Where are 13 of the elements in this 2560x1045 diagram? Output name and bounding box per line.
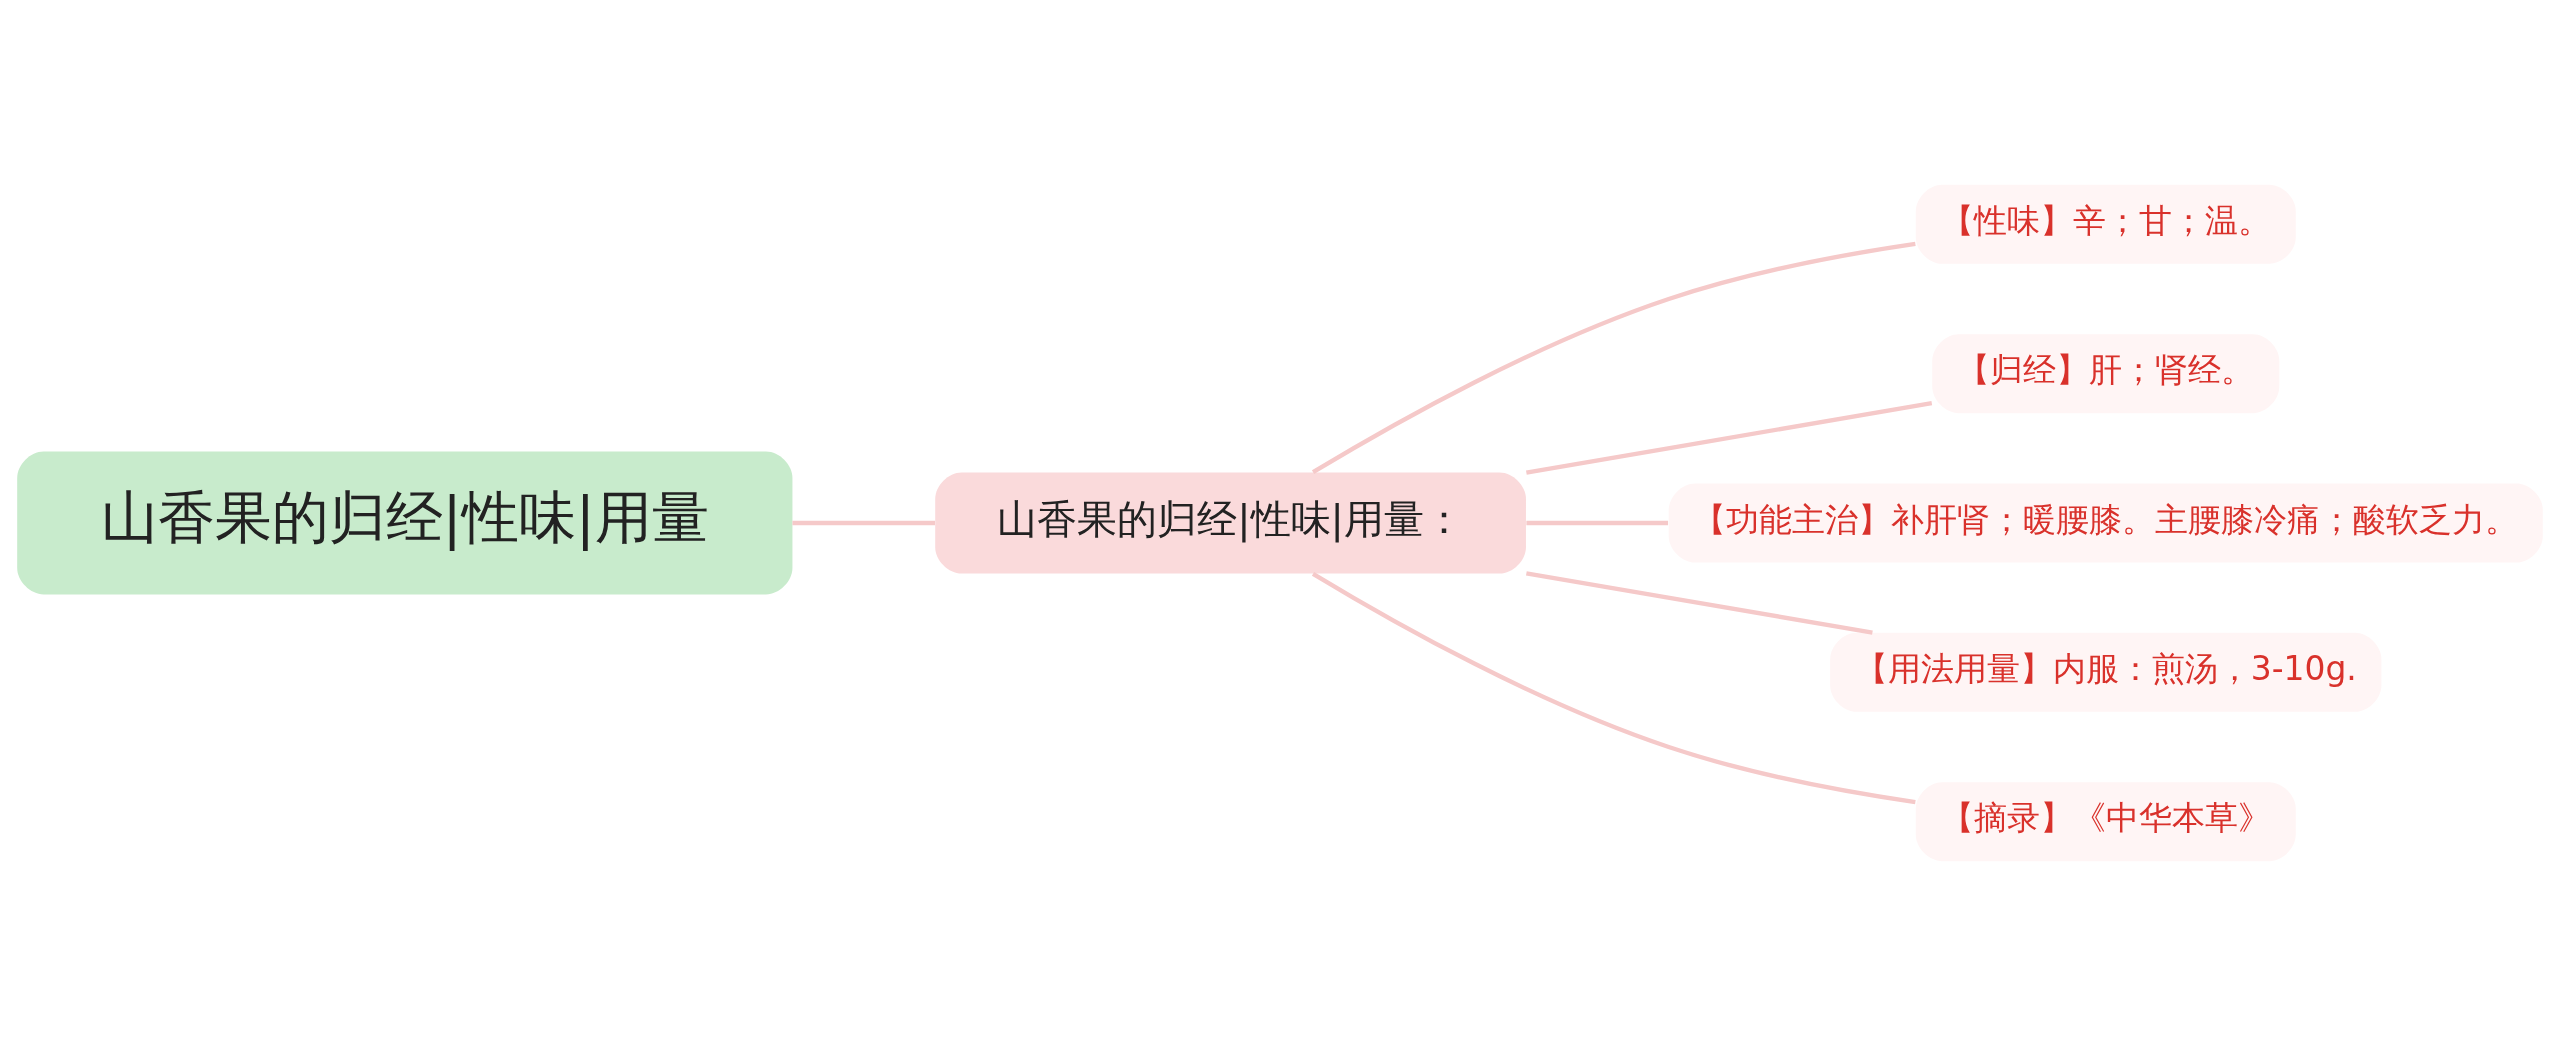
node-box: 【用法用量】内服：煎汤，3-10g. [1830,632,2382,712]
connector [1311,241,1916,474]
node-box: 【功能主治】补肝肾；暖腰膝。主腰膝冷痛；酸软乏力。 [1668,482,2543,563]
node-box: 山香果的归经|性味|用量： [935,472,1526,573]
connector [1526,520,1669,525]
connector [1526,570,1873,635]
node-box: 山香果的归经|性味|用量 [17,451,793,594]
connector [1311,571,1916,804]
connector [792,520,935,525]
node-box: 【性味】辛；甘；温。 [1915,184,2296,264]
node-box: 【归经】肝；肾经。 [1932,333,2280,413]
connector [1526,400,1933,475]
node-box: 【摘录】《中华本草》 [1915,781,2296,861]
